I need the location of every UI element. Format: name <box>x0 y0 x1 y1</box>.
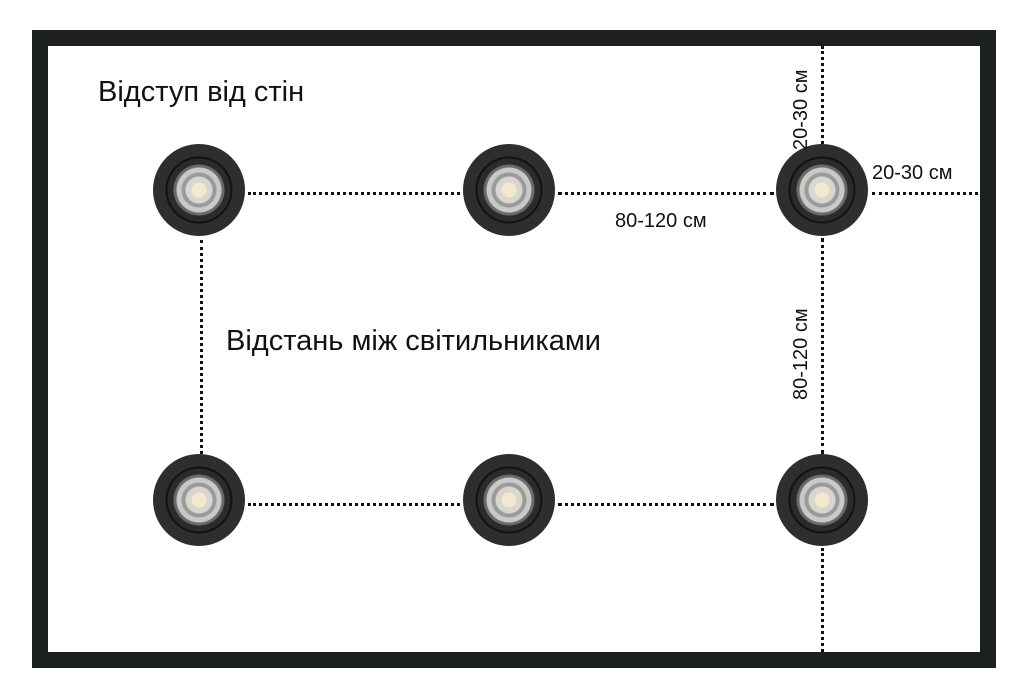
dotted-line-left-vertical <box>200 240 203 454</box>
spotlight <box>153 144 245 236</box>
wall-right-label: 20-30 см <box>872 162 953 184</box>
dotted-line-right-vertical <box>821 238 824 454</box>
ceiling-frame <box>32 30 996 668</box>
wall-top-label: 20-30 см <box>790 69 812 150</box>
dotted-line-bottom-wall <box>821 548 824 652</box>
spotlight <box>776 454 868 546</box>
dotted-line-top-right <box>558 192 774 195</box>
spotlight <box>153 454 245 546</box>
spotlight <box>463 454 555 546</box>
spotlight <box>463 144 555 236</box>
vertical-spacing-label: 80-120 см <box>790 308 812 400</box>
dotted-line-wall-right <box>872 192 978 195</box>
spacing-title: Відстань між світильниками <box>226 325 601 357</box>
dotted-line-top-left <box>248 192 460 195</box>
horizontal-spacing-label: 80-120 см <box>615 210 707 232</box>
dotted-line-wall-top <box>821 46 824 144</box>
dotted-line-bottom-right <box>558 503 774 506</box>
dotted-line-bottom-left <box>248 503 460 506</box>
wall-offset-title: Відступ від стін <box>98 76 305 108</box>
spotlight <box>776 144 868 236</box>
